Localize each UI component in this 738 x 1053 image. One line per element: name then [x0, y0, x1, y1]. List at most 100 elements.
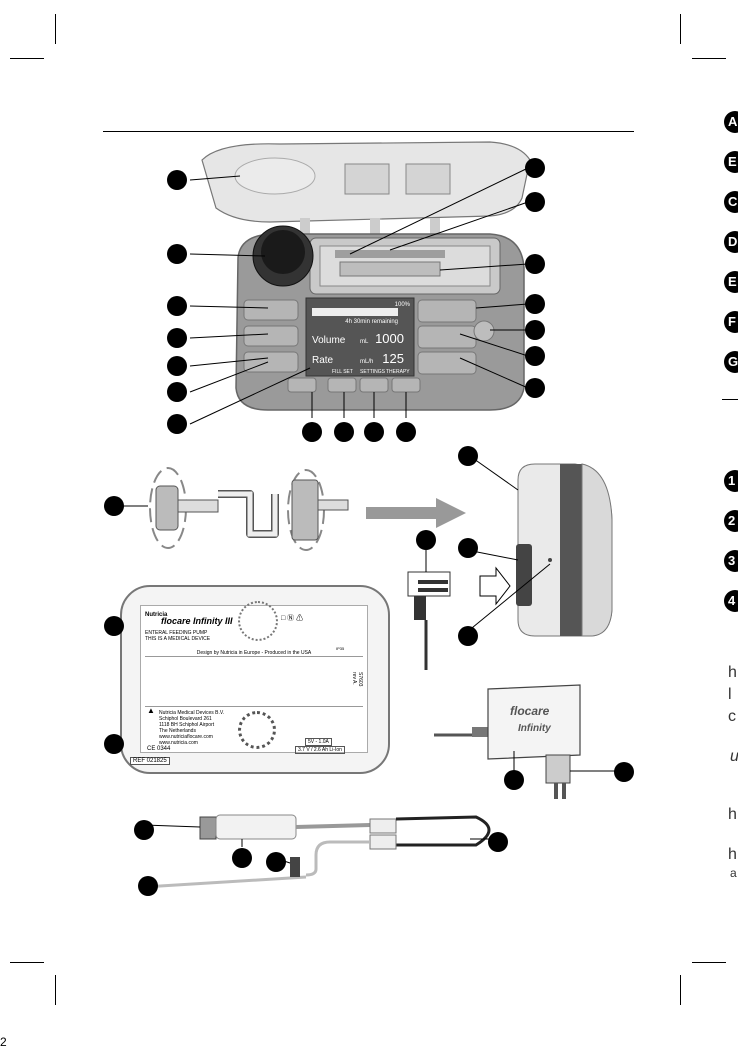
label-symbols-icon: □ Ⓝ ⚠: [281, 615, 304, 622]
header-rule: [103, 131, 634, 132]
callout-marker: [334, 422, 354, 442]
callout-marker: [167, 296, 187, 316]
callout-marker: [396, 422, 416, 442]
label-product: flocare Infinity III: [161, 616, 233, 626]
label-desc-2: THIS IS A MEDICAL DEVICE: [145, 636, 211, 642]
callout-marker: [167, 414, 187, 434]
label-serial: S7603 rev A.: [351, 672, 363, 687]
callout-marker: [167, 170, 187, 190]
callout-marker: [525, 346, 545, 366]
pump-side-illustration: [407, 453, 613, 670]
charger-illustration: flocare Infinity: [434, 684, 620, 799]
label-mfr-line: Schiphol Boulevard 261: [159, 716, 212, 722]
callout-marker: [525, 378, 545, 398]
label-made-in: Design by Nutricia in Europe - Produced …: [196, 650, 312, 656]
callout-marker: [167, 244, 187, 264]
callout-marker: [134, 820, 154, 840]
crop-mark: [55, 14, 56, 44]
callout-marker: [458, 538, 478, 558]
edge-text: a: [730, 866, 737, 880]
feeding-set-illustration: [143, 814, 491, 889]
edge-tab-number: 1: [724, 470, 738, 492]
callout-marker: [525, 320, 545, 340]
edge-tab-letter: D: [724, 231, 738, 253]
label-desc-1: ENTERAL FEEDING PUMP: [145, 630, 208, 636]
edge-tab-letter: C: [724, 191, 738, 213]
callout-marker: [232, 848, 252, 868]
edge-divider: [722, 399, 738, 400]
label-battery-spec: 3.7 V / 2.6 Ah Li-Ion: [295, 746, 345, 754]
edge-tab-letter: A: [724, 111, 738, 133]
speaker-grille-icon: [238, 711, 276, 749]
callout-marker: [525, 192, 545, 212]
callout-marker: [458, 446, 478, 466]
screen-volume-unit: mL: [360, 339, 369, 345]
label-mfr-line: The Netherlands: [159, 728, 196, 734]
edge-tab-letter: F: [724, 311, 738, 333]
callout-marker: [302, 422, 322, 442]
screen-rate-unit: mL/h: [360, 359, 373, 365]
callout-marker: [504, 770, 524, 790]
callout-marker: [416, 530, 436, 550]
screen-menu-settings: SETTINGS: [360, 369, 386, 375]
callout-marker: [266, 852, 286, 872]
page-number: 2: [0, 1035, 7, 1049]
edge-tab-number: 3: [724, 550, 738, 572]
edge-text: u: [730, 748, 738, 766]
screen-rate-label: Rate: [312, 355, 334, 366]
crop-mark: [692, 58, 726, 59]
screen-volume-label: Volume: [312, 335, 346, 346]
callout-marker: [614, 762, 634, 782]
label-mfr-line: 1118 BH Schiphol Airport: [159, 722, 215, 728]
label-ce: CE 0344: [147, 746, 171, 752]
pole-clamp-illustration: [120, 467, 349, 551]
callout-marker: [104, 616, 124, 636]
charger-model: Infinity: [518, 723, 551, 734]
edge-text: h: [728, 806, 737, 823]
screen-menu-fill: FILL SET: [332, 369, 353, 375]
label-brand: Nutricia: [145, 612, 168, 618]
edge-tab-letter: E: [724, 271, 738, 293]
device-back-panel: Nutricia flocare Infinity III ENTERAL FE…: [120, 585, 390, 774]
label-ref: REF 021825: [130, 757, 170, 765]
edge-tab-number: 2: [724, 510, 738, 532]
edge-text: c: [728, 708, 736, 725]
edge-tab-letter: G: [724, 351, 738, 373]
screen-battery-text: 100%: [395, 302, 411, 308]
callout-marker: [525, 294, 545, 314]
label-mfr-line: www.nutricia.com: [159, 740, 198, 746]
label-ip: IP35: [336, 646, 345, 651]
callout-marker: [458, 626, 478, 646]
label-power-in: 5V - 1.0A: [305, 738, 332, 746]
callout-marker: [488, 832, 508, 852]
callout-marker: [104, 496, 124, 516]
callout-marker: [138, 876, 158, 896]
callout-marker: [525, 158, 545, 178]
crop-mark: [680, 14, 681, 44]
crop-mark: [680, 975, 681, 1005]
label-mfr-line: www.nutriciaflocare.com: [159, 734, 213, 740]
crop-mark: [10, 58, 44, 59]
edge-tab-number: 4: [724, 590, 738, 612]
speaker-icon: [238, 601, 278, 641]
edge-text: l: [728, 686, 732, 703]
pump-illustration: 100% 4h 30min remaining Volume mL 1000 R…: [189, 141, 531, 425]
callout-marker: [167, 382, 187, 402]
callout-marker: [167, 328, 187, 348]
crop-mark: [10, 962, 44, 963]
edge-text: h: [728, 664, 737, 681]
callout-marker: [364, 422, 384, 442]
crop-mark: [55, 975, 56, 1005]
screen-time-remaining: 4h 30min remaining: [345, 319, 398, 325]
direction-arrow-icon: [366, 498, 466, 528]
screen-rate-value: 125: [382, 351, 404, 366]
callout-marker: [104, 734, 124, 754]
screen-menu-therapy: THERAPY: [386, 369, 410, 375]
label-mfr-line: Nutricia Medical Devices B.V.: [159, 710, 225, 716]
charger-brand: flocare: [510, 704, 550, 718]
crop-mark: [692, 962, 726, 963]
edge-tab-letter: E: [724, 151, 738, 173]
callout-marker: [167, 356, 187, 376]
callout-marker: [525, 254, 545, 274]
manufacturer-icon: ▲: [147, 706, 155, 715]
